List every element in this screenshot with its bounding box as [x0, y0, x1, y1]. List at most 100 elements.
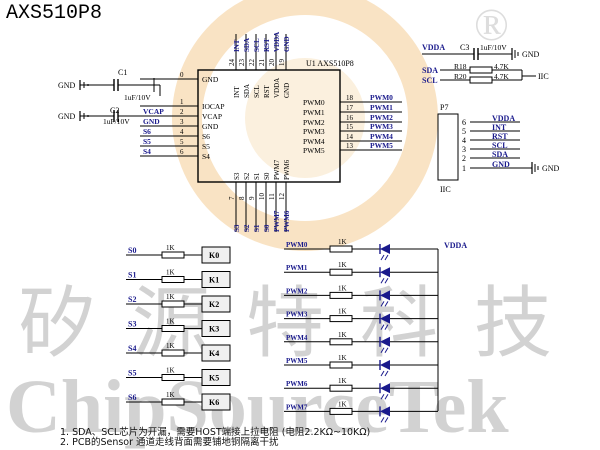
ic-top-pin-net: INT [233, 39, 241, 52]
ic-top-pin-name: SDA [243, 84, 251, 98]
ic-bottom-pins: S37S3S28S2S19S1S010S0PWM711PWM7PWM612PWM… [228, 159, 291, 232]
ic-right-pin-name: PWM2 [303, 118, 325, 127]
ic-left-pin-name: S4 [202, 152, 210, 161]
page-title: AXS510P8 [6, 2, 103, 25]
led-net-label: PWM0 [286, 241, 308, 249]
key-pad [201, 246, 231, 264]
ic-top-pin-number: 21 [258, 59, 266, 67]
led-supply-label: VDDA [444, 241, 467, 250]
ic-left-pin-number: 4 [180, 128, 184, 136]
connector-pin-number: 1 [462, 164, 466, 173]
gnd-symbol-left [153, 78, 198, 96]
ic-right-pin-number: 14 [346, 133, 354, 141]
connector-pin-net: INT [492, 123, 507, 132]
ic-bottom-pin-number: 7 [228, 196, 236, 200]
key-resistor-value: 1K [166, 318, 175, 326]
gnd-label-c2: GND [58, 112, 76, 121]
ic-bottom-pin-net: S0 [263, 224, 271, 232]
ic-bottom-pin-number: 10 [258, 193, 266, 201]
key-resistor-body [161, 374, 185, 381]
led-emission-arrow [380, 277, 385, 284]
led-emission-arrow [380, 347, 385, 354]
ic-left-pin-number: 3 [180, 118, 184, 126]
ic-bottom-pin-number: 12 [278, 193, 286, 201]
ic-right-pin-net: PWM0 [370, 93, 393, 102]
led-net-label: PWM7 [286, 403, 308, 411]
ic-left-pin-number: 6 [180, 148, 184, 156]
ic-bottom-pin-number: 11 [268, 193, 276, 200]
notes: 1. SDA、SCL芯片为开漏，需要HOST端接上拉电阻 (电阻2.2KΩ~10… [60, 428, 370, 448]
connector-pin-number: 6 [462, 118, 466, 127]
led-net-label: PWM1 [286, 264, 308, 272]
key-pad [201, 271, 231, 288]
key-pad [201, 369, 231, 386]
key-resistor-body [161, 349, 185, 357]
pullup-value: 4.7K [494, 72, 509, 81]
connector-pin-net: VDDA [492, 114, 515, 123]
ic-top-pin-number: 22 [248, 59, 256, 67]
key-resistor-value: 1K [166, 367, 175, 375]
key-pad [201, 393, 231, 411]
ic-left-pin-number: 5 [180, 138, 184, 146]
pullup-resistor-body [469, 66, 493, 74]
led-emission-arrow [380, 370, 385, 377]
cap-c3-ref: C3 [460, 43, 469, 52]
led-resistor-value: 1K [338, 261, 347, 269]
led-net-label: PWM2 [286, 287, 308, 295]
led-resistor-value: 1K [338, 377, 347, 385]
key-label: K2 [209, 300, 219, 309]
connector-pin-number: 5 [462, 127, 466, 136]
key-resistor-value: 1K [166, 269, 175, 277]
note-2: 2. PCB的Sensor 通道走线背面需要铺地铜隔离干扰 [60, 437, 279, 448]
key-net-label: S4 [128, 344, 136, 353]
led-net-label: PWM5 [286, 357, 308, 365]
key-net-label: S5 [128, 369, 136, 378]
ic-left-pin-name: S5 [202, 142, 210, 151]
cap-c2: C2 1uF/10V GND [58, 106, 140, 126]
ic-bottom-pin-net: S3 [233, 224, 241, 232]
ic-top-pin-number: 24 [228, 59, 236, 67]
key-resistor-body [161, 251, 185, 259]
key-label: K3 [209, 325, 219, 334]
led-emission-arrow [384, 393, 389, 400]
key-pad [201, 320, 231, 337]
pullup-net-label: SCL [422, 76, 438, 85]
key-resistor-value: 1K [166, 391, 175, 399]
ic-top-pin-number: 19 [278, 59, 286, 67]
led-diode [380, 336, 390, 347]
ic-right-pin-net: PWM2 [370, 113, 393, 122]
connector-pin-net: SDA [492, 150, 508, 159]
ic-right-pin-name: PWM0 [303, 98, 325, 107]
ic-left-pin-net: S5 [143, 137, 151, 146]
cap-c1-value: 1uF/10V [124, 93, 151, 102]
pullup-ref: R20 [454, 72, 467, 81]
led-resistor-value: 1K [338, 354, 347, 362]
ic-top-pin-net: VDDA [273, 32, 281, 52]
ic-top-pin-number: 23 [238, 59, 246, 67]
ic-right-pin-net: PWM4 [370, 132, 393, 141]
ic-left-pin-name: GND [202, 122, 219, 131]
ic-bottom-pin-name: PWM7 [273, 159, 281, 180]
connector-pin-number: 4 [462, 136, 466, 145]
ic-left-pin-name: IOCAP [202, 102, 225, 111]
led-emission-arrow [380, 254, 385, 261]
led-resistor-body [329, 361, 353, 369]
key-resistor-value: 1K [166, 244, 175, 252]
led-emission-arrow [380, 324, 385, 330]
ic-right-pin-number: 18 [346, 94, 354, 102]
pullup-net-label: SDA [422, 66, 438, 75]
connector-pin-net: GND [492, 160, 510, 169]
key-net-label: S1 [128, 271, 136, 280]
led-diode [380, 290, 390, 301]
led-emission-arrow [384, 254, 389, 261]
led-resistor-value: 1K [338, 238, 347, 246]
led-emission-arrow [380, 301, 385, 307]
ic-right-pin-number: 17 [346, 104, 354, 112]
led-resistor-body [329, 245, 353, 253]
ic-left-pin-net: VCAP [143, 107, 164, 116]
gnd-label-c1: GND [58, 81, 76, 90]
